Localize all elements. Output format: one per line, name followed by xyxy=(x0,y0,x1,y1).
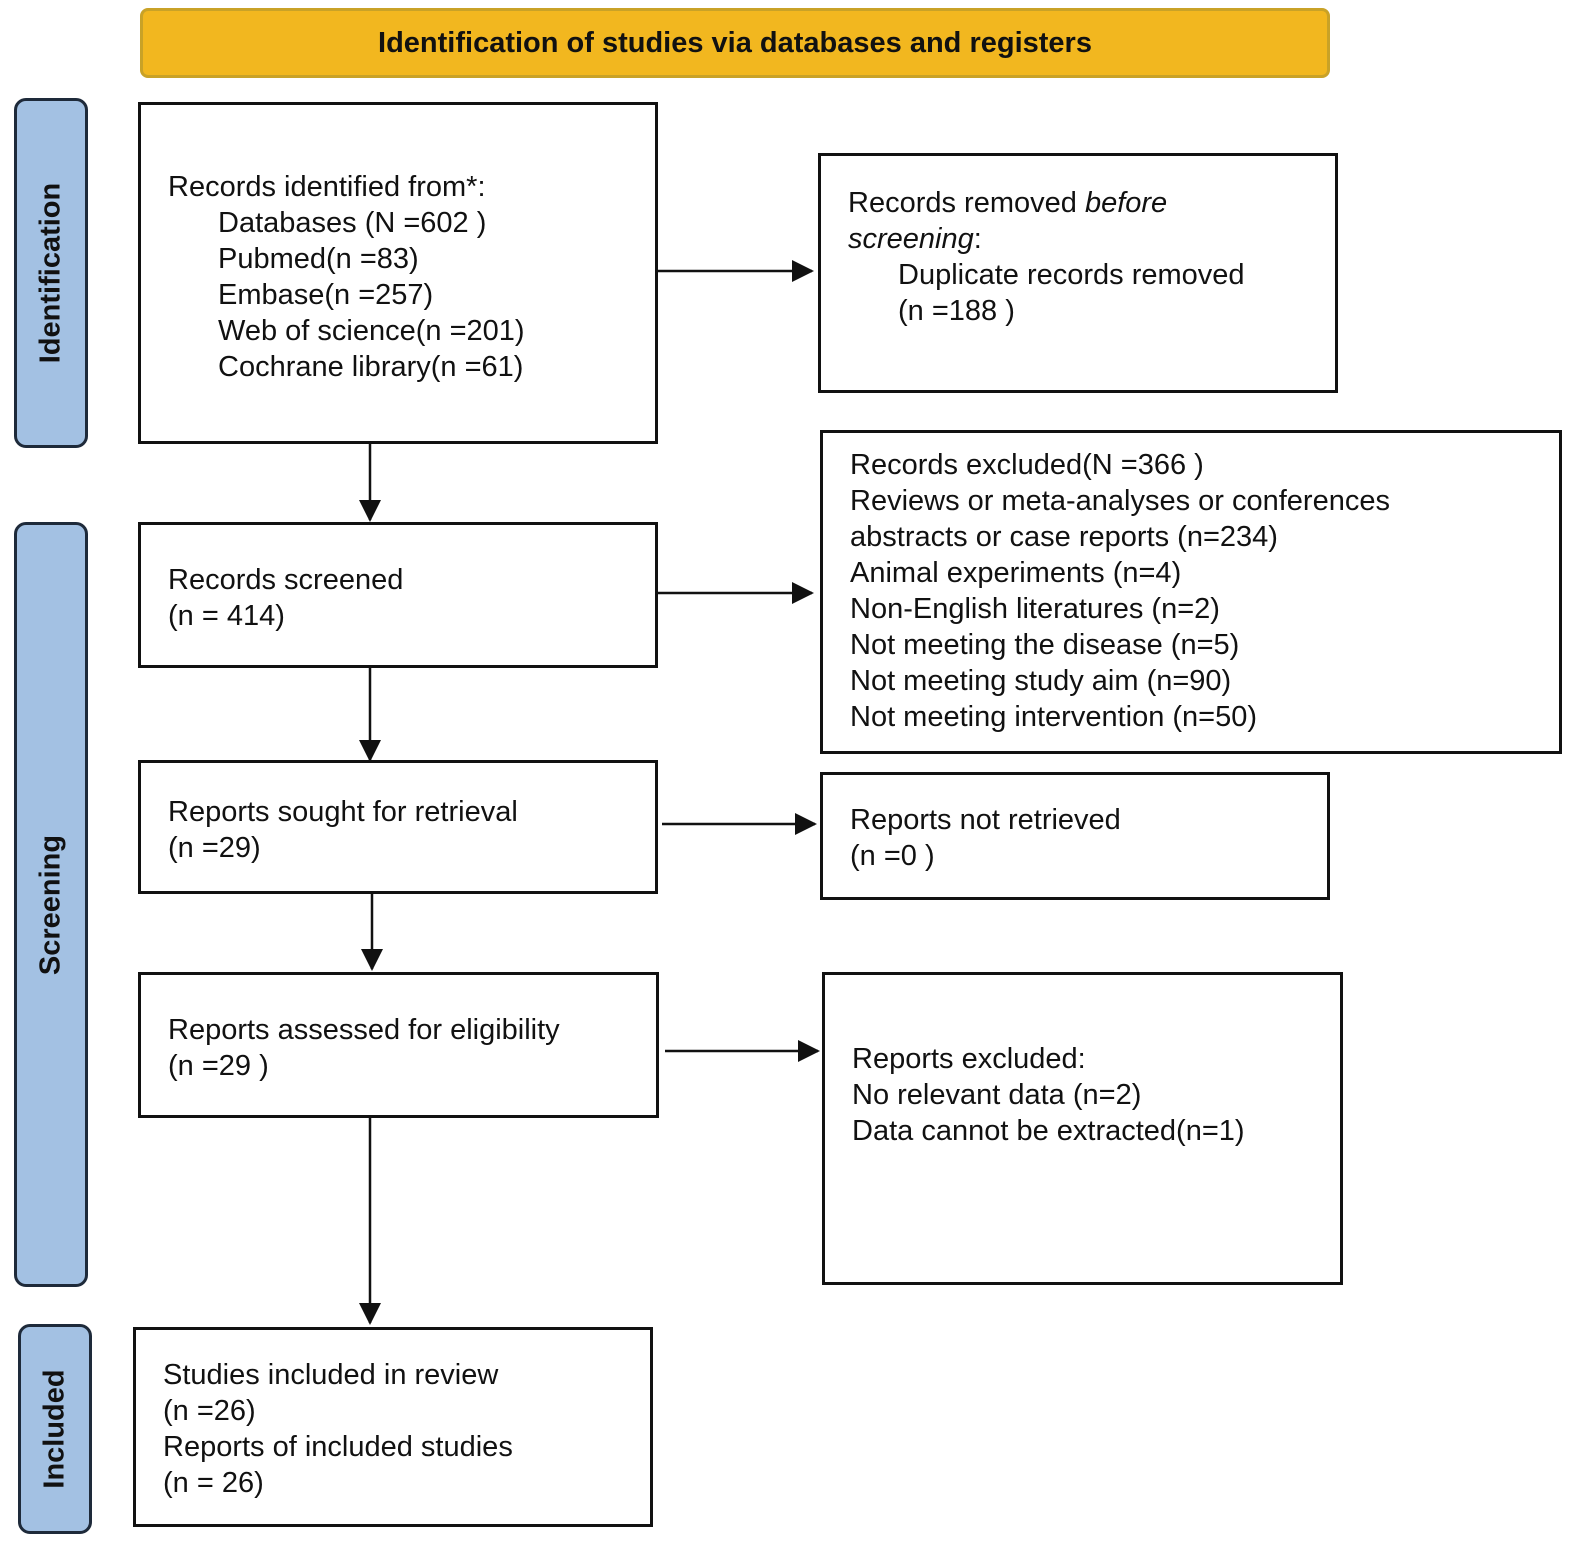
phase-identification: Identification xyxy=(14,98,88,448)
records-removed-heading-end: : xyxy=(973,223,982,255)
records-removed-heading-italic-2: screening xyxy=(848,223,974,255)
box-records-excluded: Records excluded(N =366 ) Reviews or met… xyxy=(820,430,1562,754)
records-removed-heading-italic: before xyxy=(1084,187,1168,219)
records-identified-line: Pubmed(n =83) xyxy=(218,243,419,275)
reports-assessed-line: (n =29 ) xyxy=(168,1050,269,1082)
banner-title: Identification of studies via databases … xyxy=(378,26,1092,59)
studies-included-line: (n = 26) xyxy=(163,1467,264,1499)
records-excluded-line: Not meeting the disease (n=5) xyxy=(850,629,1240,661)
records-excluded-line: Records excluded(N =366 ) xyxy=(850,449,1204,481)
records-excluded-line: Reviews or meta-analyses or conferences xyxy=(850,485,1390,517)
records-excluded-line: abstracts or case reports (n=234) xyxy=(850,521,1278,553)
box-reports-not-retrieved: Reports not retrieved (n =0 ) xyxy=(820,772,1330,900)
reports-excluded-line: Reports excluded: xyxy=(852,1043,1086,1075)
records-identified-line: Cochrane library(n =61) xyxy=(218,351,524,383)
records-identified-line: Embase(n =257) xyxy=(218,279,434,311)
records-removed-heading-start: Records removed xyxy=(848,187,1085,219)
records-screened-line: (n = 414) xyxy=(168,600,285,632)
box-records-identified: Records identified from*: Databases (N =… xyxy=(138,102,658,444)
records-excluded-line: Not meeting intervention (n=50) xyxy=(850,701,1258,733)
box-records-screened: Records screened (n = 414) xyxy=(138,522,658,668)
reports-sought-line: Reports sought for retrieval xyxy=(168,796,518,828)
banner: Identification of studies via databases … xyxy=(140,8,1330,78)
records-excluded-line: Animal experiments (n=4) xyxy=(850,557,1182,589)
box-studies-included: Studies included in review (n =26) Repor… xyxy=(133,1327,653,1527)
records-removed-heading-2: screening: xyxy=(848,221,1335,257)
reports-assessed-line: Reports assessed for eligibility xyxy=(168,1014,560,1046)
box-reports-assessed: Reports assessed for eligibility (n =29 … xyxy=(138,972,659,1118)
records-identified-heading: Records identified from*: xyxy=(168,171,486,203)
records-removed-line: Duplicate records removed xyxy=(898,259,1245,291)
records-identified-line: Web of science(n =201) xyxy=(218,315,525,347)
studies-included-line: Reports of included studies xyxy=(163,1431,513,1463)
records-screened-line: Records screened xyxy=(168,564,404,596)
reports-sought-line: (n =29) xyxy=(168,832,261,864)
records-excluded-line: Not meeting study aim (n=90) xyxy=(850,665,1232,697)
reports-excluded-line: No relevant data (n=2) xyxy=(852,1079,1142,1111)
phase-screening: Screening xyxy=(14,522,88,1287)
box-reports-sought: Reports sought for retrieval (n =29) xyxy=(138,760,658,894)
studies-included-line: Studies included in review xyxy=(163,1359,499,1391)
studies-included-line: (n =26) xyxy=(163,1395,256,1427)
records-removed-line: (n =188 ) xyxy=(898,295,1015,327)
phase-included: Included xyxy=(18,1324,92,1534)
reports-excluded-line: Data cannot be extracted(n=1) xyxy=(852,1115,1245,1147)
records-excluded-line: Non-English literatures (n=2) xyxy=(850,593,1220,625)
reports-not-retrieved-line: Reports not retrieved xyxy=(850,804,1121,836)
records-removed-heading: Records removed before xyxy=(848,185,1335,221)
reports-not-retrieved-line: (n =0 ) xyxy=(850,840,935,872)
box-reports-excluded: Reports excluded: No relevant data (n=2)… xyxy=(822,972,1343,1285)
records-identified-line: Databases (N =602 ) xyxy=(218,207,487,239)
box-records-removed: Records removed before screening: Duplic… xyxy=(818,153,1338,393)
